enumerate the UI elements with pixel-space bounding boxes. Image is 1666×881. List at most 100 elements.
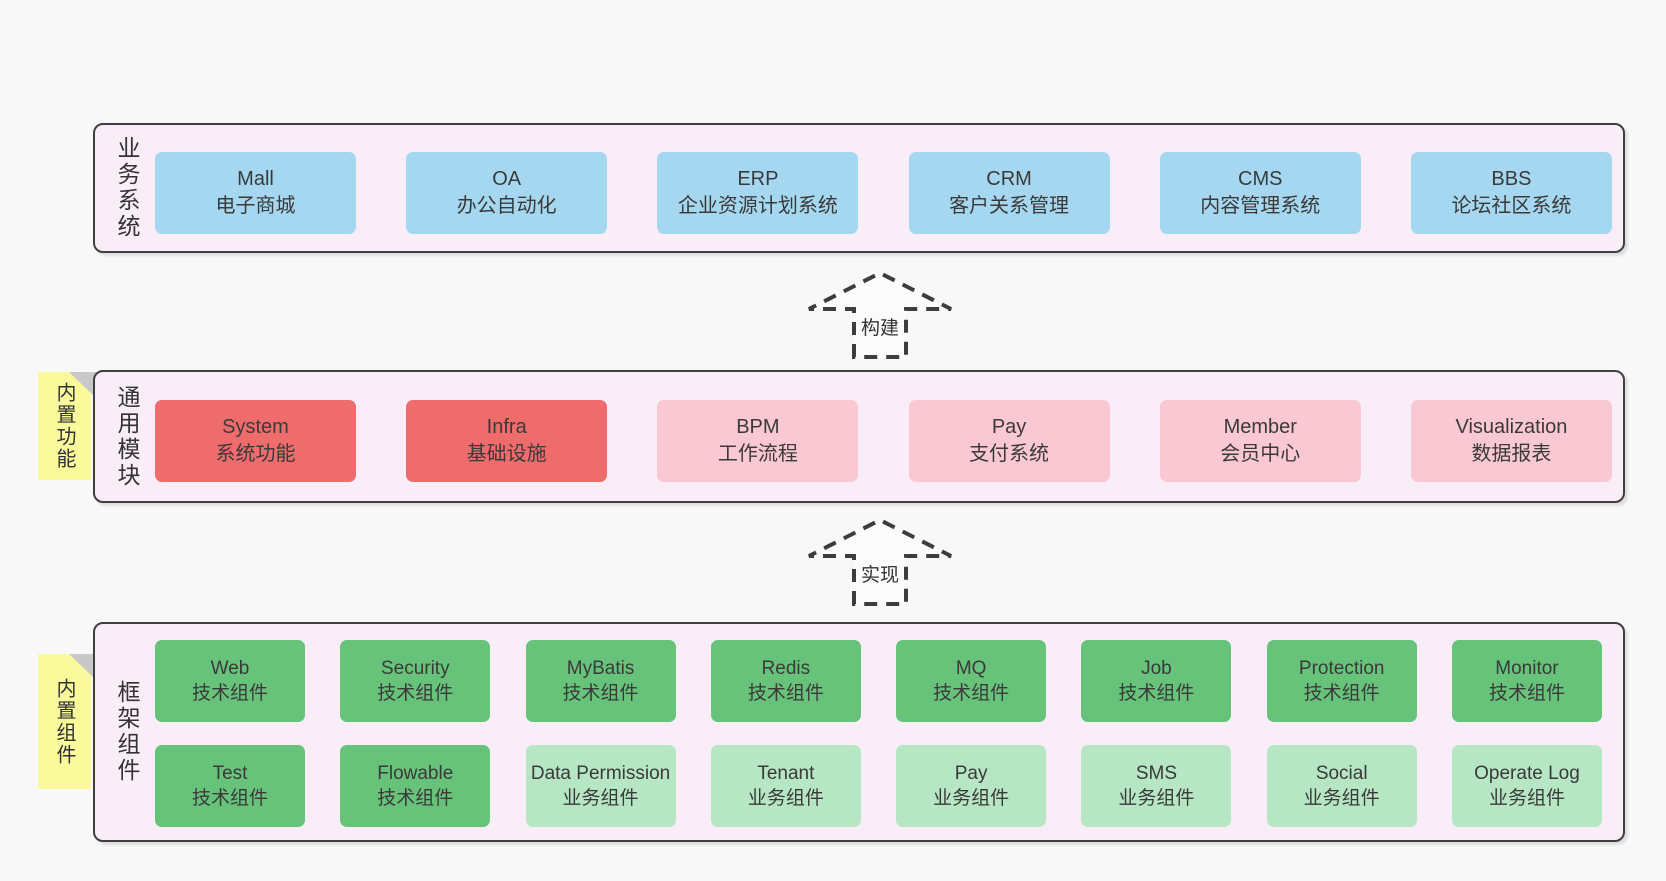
box-title: Mall: [237, 168, 274, 190]
box-subtitle: 会员中心: [1220, 443, 1301, 465]
box-social: Social 业务组件: [1266, 745, 1417, 827]
box-redis: Redis 技术组件: [710, 640, 861, 722]
sticky-paper: [38, 372, 91, 480]
box-title: MyBatis: [566, 658, 635, 679]
box-data-permission: Data Permission 业务组件: [525, 745, 676, 827]
box-subtitle: 技术组件: [747, 683, 824, 704]
box-title: Pay: [954, 763, 988, 784]
box-title: CRM: [986, 168, 1032, 190]
box-subtitle: 企业资源计划系统: [677, 195, 838, 217]
band-label-modules: 通用模块: [114, 384, 140, 489]
box-subtitle: 业务组件: [562, 788, 639, 809]
box-subtitle: 技术组件: [1303, 683, 1380, 704]
box-subtitle: 电子商城: [215, 195, 296, 217]
business-box-row: Mall 电子商城 OA 办公自动化 ERP 企业资源计划系统 CRM 客户关系…: [155, 152, 1612, 234]
box-title: Pay: [991, 416, 1027, 438]
box-subtitle: 技术组件: [377, 788, 454, 809]
box-member: Member 会员中心: [1159, 400, 1361, 482]
modules-box-row: System 系统功能 Infra 基础设施 BPM 工作流程 Pay 支付系统…: [155, 400, 1612, 482]
box-flowable: Flowable 技术组件: [340, 745, 491, 827]
sticky-text: 内置功能: [53, 382, 75, 470]
box-tenant: Tenant 业务组件: [710, 745, 861, 827]
box-title: OA: [492, 168, 522, 190]
arrow-implement-label: 实现: [857, 560, 903, 587]
band-common-modules: 通用模块 System 系统功能 Infra 基础设施 BPM 工作流程 Pay…: [93, 370, 1625, 503]
box-subtitle: 业务组件: [1488, 788, 1565, 809]
box-title: Security: [380, 658, 450, 679]
box-title: Operate Log: [1474, 763, 1580, 784]
box-subtitle: 数据报表: [1471, 443, 1552, 465]
arrow-build-label: 构建: [857, 313, 903, 340]
components-box-row-2: Test 技术组件 Flowable 技术组件 Data Permission …: [155, 745, 1602, 827]
box-subtitle: 业务组件: [933, 788, 1010, 809]
box-title: ERP: [737, 168, 779, 190]
box-title: Test: [212, 763, 248, 784]
box-title: Member: [1223, 416, 1297, 438]
box-title: Tenant: [757, 763, 815, 784]
band-label-components: 框架组件: [114, 680, 140, 784]
band-label-business: 业务系统: [114, 136, 140, 240]
box-pay-business: Pay 业务组件: [896, 745, 1047, 827]
box-test: Test 技术组件: [155, 745, 305, 827]
box-title: BPM: [736, 416, 780, 438]
box-title: BBS: [1491, 168, 1532, 190]
box-subtitle: 基础设施: [466, 443, 547, 465]
box-title: SMS: [1135, 763, 1177, 784]
arrow-up-build: 构建: [807, 270, 953, 359]
box-title: Data Permission: [530, 763, 671, 784]
box-cms: CMS 内容管理系统: [1159, 152, 1361, 234]
box-mq: MQ 技术组件: [896, 640, 1047, 722]
box-pay: Pay 支付系统: [908, 400, 1110, 482]
box-bbs: BBS 论坛社区系统: [1410, 152, 1612, 234]
box-subtitle: 工作流程: [717, 443, 798, 465]
box-title: Flowable: [377, 763, 454, 784]
box-system: System 系统功能: [155, 400, 356, 482]
box-title: Infra: [486, 416, 527, 438]
box-title: Web: [210, 658, 250, 679]
box-mybatis: MyBatis 技术组件: [525, 640, 676, 722]
sticky-text: 内置组件: [53, 677, 75, 766]
box-subtitle: 办公自动化: [456, 195, 557, 217]
box-bpm: BPM 工作流程: [657, 400, 859, 482]
band-framework-components: 框架组件 Web 技术组件 Security 技术组件 MyBatis 技术组件…: [93, 622, 1625, 842]
box-oa: OA 办公自动化: [406, 152, 608, 234]
box-title: System: [222, 416, 289, 438]
box-security: Security 技术组件: [340, 640, 491, 722]
arrow-up-implement: 实现: [807, 517, 953, 606]
box-title: Social: [1315, 763, 1368, 784]
box-visualization: Visualization 数据报表: [1410, 400, 1612, 482]
box-mall: Mall 电子商城: [155, 152, 356, 234]
box-operate-log: Operate Log 业务组件: [1451, 745, 1602, 827]
box-subtitle: 业务组件: [1118, 788, 1195, 809]
box-infra: Infra 基础设施: [406, 400, 608, 482]
box-subtitle: 技术组件: [1118, 683, 1195, 704]
box-title: Job: [1141, 658, 1172, 679]
box-subtitle: 技术组件: [377, 683, 454, 704]
box-job: Job 技术组件: [1081, 640, 1232, 722]
sticky-paper: [38, 654, 91, 789]
box-sms: SMS 业务组件: [1081, 745, 1232, 827]
box-title: Redis: [761, 658, 811, 679]
sticky-note-builtin-components: 内置组件: [38, 654, 96, 789]
box-subtitle: 技术组件: [562, 683, 639, 704]
box-crm: CRM 客户关系管理: [908, 152, 1110, 234]
box-subtitle: 技术组件: [191, 788, 268, 809]
box-web: Web 技术组件: [155, 640, 305, 722]
box-subtitle: 业务组件: [1303, 788, 1380, 809]
box-subtitle: 系统功能: [215, 443, 296, 465]
box-title: Monitor: [1495, 658, 1559, 679]
box-subtitle: 内容管理系统: [1200, 195, 1321, 217]
box-subtitle: 技术组件: [933, 683, 1010, 704]
box-monitor: Monitor 技术组件: [1451, 640, 1602, 722]
box-protection: Protection 技术组件: [1266, 640, 1417, 722]
box-subtitle: 技术组件: [191, 683, 268, 704]
box-erp: ERP 企业资源计划系统: [657, 152, 859, 234]
box-subtitle: 技术组件: [1488, 683, 1565, 704]
box-title: Visualization: [1455, 416, 1568, 438]
box-subtitle: 业务组件: [747, 788, 824, 809]
box-subtitle: 论坛社区系统: [1451, 195, 1572, 217]
sticky-note-builtin-features: 内置功能: [38, 372, 96, 480]
box-title: CMS: [1238, 168, 1283, 190]
components-box-row-1: Web 技术组件 Security 技术组件 MyBatis 技术组件 Redi…: [155, 640, 1602, 722]
